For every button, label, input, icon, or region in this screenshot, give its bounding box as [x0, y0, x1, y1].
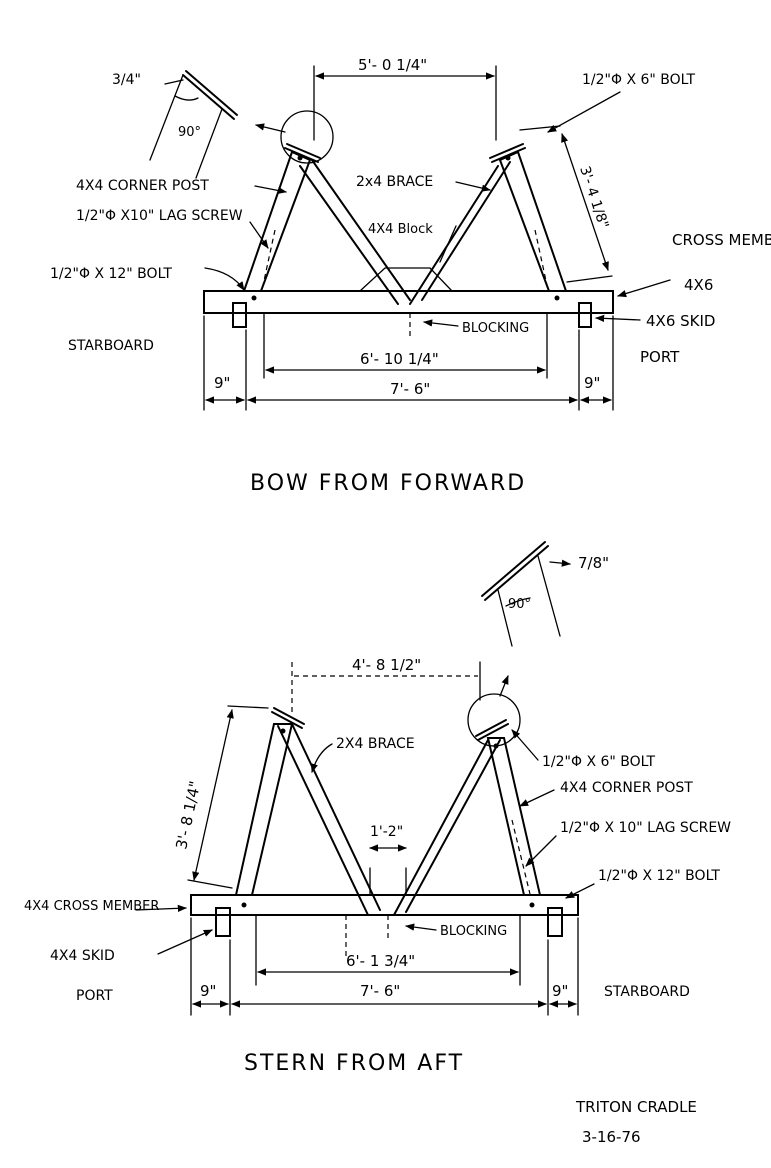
bow-bolt-bottom-label: 1/2"Φ X 12" BOLT: [50, 266, 172, 282]
stern-overall: 7'- 6": [360, 982, 400, 1000]
stern-blocking-label: BLOCKING: [440, 924, 507, 939]
bow-bevel-dim: 3/4": [112, 72, 141, 88]
bow-corner-post-left: [242, 143, 321, 292]
bow-cross-member-size: 4X6: [684, 276, 713, 294]
bow-skid-label: 4X6 SKID: [646, 312, 715, 330]
stern-cross-member: [190, 894, 579, 916]
stern-lag-screw-label: 1/2"Φ X 10" LAG SCREW: [560, 820, 731, 836]
drawing-name: TRITON CRADLE: [575, 1098, 697, 1116]
stern-skid-left: [215, 907, 231, 937]
bow-brace-label: 2x4 BRACE: [356, 174, 433, 190]
stern-bevel-dim: 7/8": [578, 554, 609, 572]
stern-bevel-detail: [481, 541, 571, 647]
stern-title: STERN FROM AFT: [244, 1051, 464, 1076]
bow-detail-circle: [280, 110, 334, 164]
stern-skid-label: 4X4 SKID: [50, 948, 115, 964]
stern-bevel-angle: 90°: [508, 597, 531, 612]
stern-offset-left: 9": [200, 982, 216, 1000]
bow-block: [358, 267, 454, 292]
stern-brace-label: 2X4 BRACE: [336, 736, 415, 752]
bow-cross-member-label: CROSS MEMBER: [672, 231, 771, 249]
bow-brace-left: [299, 159, 411, 305]
stern-post-length: 3'- 8 1/4": [172, 779, 204, 850]
stern-brace-right: [393, 739, 501, 916]
bow-bolt-top-label: 1/2"Φ X 6" BOLT: [582, 72, 696, 88]
stern-block-width: 1'-2": [370, 824, 403, 840]
bow-view: 3/4" 90° 5'- 0 1/4": [50, 56, 771, 496]
stern-view: 7/8" 90° 4'- 8 1/2": [24, 541, 731, 1076]
bow-skid-left: [232, 302, 247, 328]
bow-corner-post-label: 4X4 CORNER POST: [76, 178, 209, 194]
stern-corner-post-right: [475, 719, 542, 896]
bow-overall: 7'- 6": [390, 380, 430, 398]
stern-offset-right: 9": [552, 982, 568, 1000]
bow-title: BOW FROM FORWARD: [250, 471, 526, 496]
stern-port-label: PORT: [76, 988, 113, 1004]
bow-port-label: PORT: [640, 348, 680, 366]
stern-inner-span: 6'- 1 3/4": [346, 952, 415, 970]
stern-brace-left: [277, 723, 381, 916]
bow-skid-right: [578, 302, 592, 328]
bow-post-length: 3'- 4 1/8": [576, 164, 611, 230]
bow-bevel-angle: 90°: [178, 125, 201, 140]
stern-top-span: 4'- 8 1/2": [352, 656, 421, 674]
stern-starboard-label: STARBOARD: [604, 984, 690, 1000]
stern-bolt-top-label: 1/2"Φ X 6" BOLT: [542, 754, 656, 770]
bow-offset-right: 9": [584, 374, 600, 392]
bow-block-label: 4X4 Block: [368, 222, 433, 237]
bow-starboard-label: STARBOARD: [68, 338, 154, 354]
bow-lag-screw-label: 1/2"Φ X10" LAG SCREW: [76, 208, 243, 224]
bow-offset-left: 9": [214, 374, 230, 392]
stern-skid-right: [547, 907, 563, 937]
bow-inner-span: 6'- 10 1/4": [360, 350, 439, 368]
bow-bevel-detail: [149, 70, 238, 179]
stern-corner-post-label: 4X4 CORNER POST: [560, 780, 693, 796]
bow-cross-member: [203, 290, 614, 314]
stern-cross-member-label: 4X4 CROSS MEMBER: [24, 899, 159, 914]
bow-top-span: 5'- 0 1/4": [358, 56, 427, 74]
bow-corner-post-right: [489, 143, 568, 292]
bow-blocking-label: BLOCKING: [462, 321, 529, 336]
stern-corner-post-left: [234, 707, 305, 896]
stern-bolt-bottom-label: 1/2"Φ X 12" BOLT: [598, 868, 720, 884]
drawing-date: 3-16-76: [582, 1128, 641, 1146]
